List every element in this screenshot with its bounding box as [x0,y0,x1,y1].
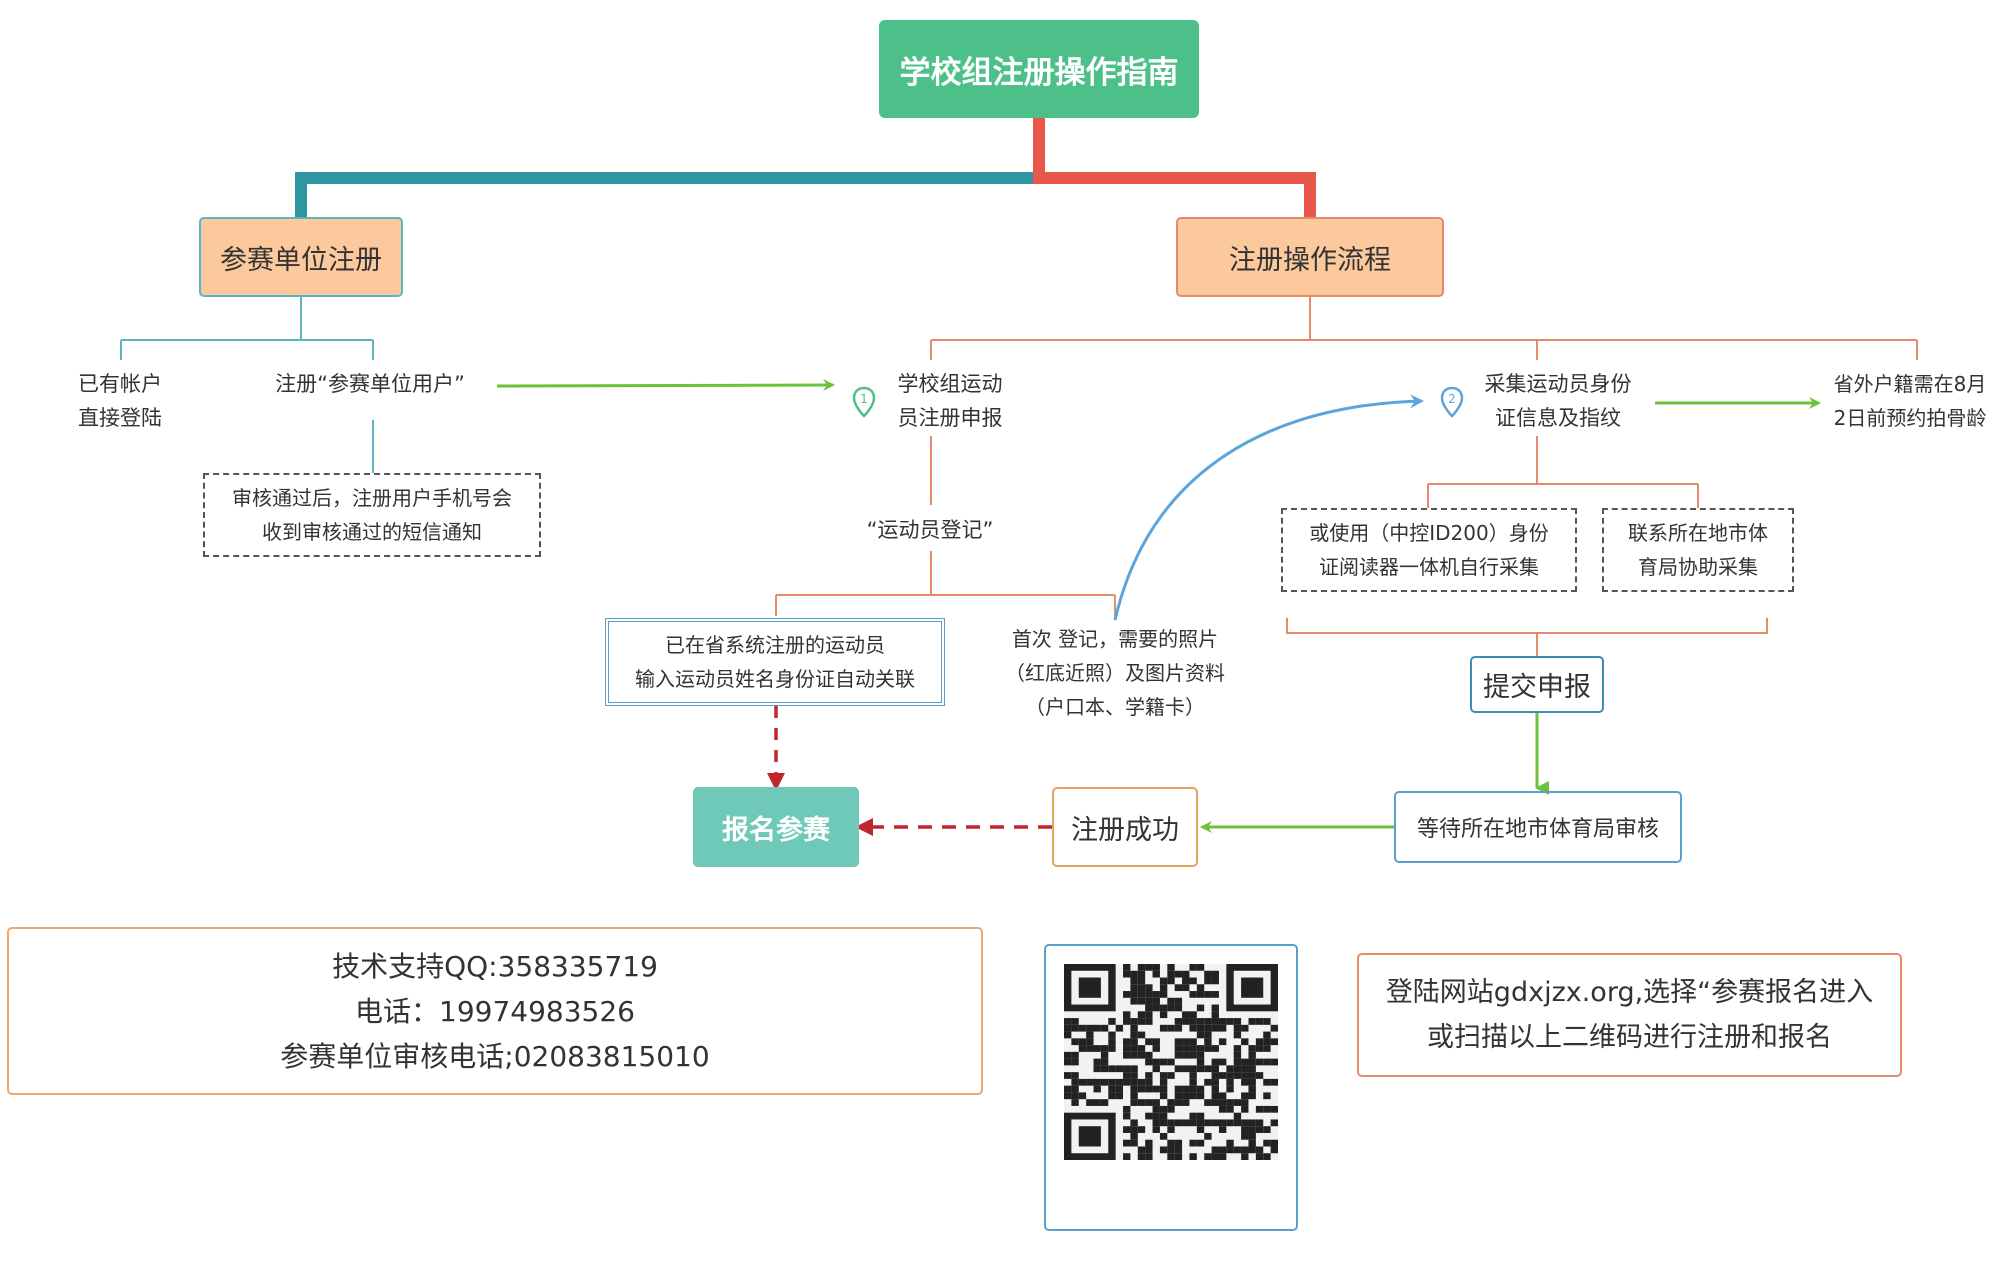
root-connector-right [1033,118,1316,217]
location-pin-icon: 2 [1440,386,1464,418]
left-branch-lines [120,297,374,473]
node-step2-line: 采集运动员身份 [1484,372,1632,396]
node-existing-athlete: 已在省系统注册的运动员 输入运动员姓名身份证自动关联 [605,618,945,706]
arrow-register-to-step1 [496,379,835,392]
node-athlete-registration: “运动员登记” [866,518,994,542]
node-step1-line: 学校组运动 [897,372,1003,396]
node-outside-province-line: 省外户籍需在8月 [1833,372,1987,396]
node-enter-competition: 报名参赛 [693,787,859,867]
node-wait-review: 等待所在地市体育局审核 [1394,791,1682,863]
node-outside-province: 省外户籍需在8月 2日前预约拍骨龄 [1820,367,2000,435]
node-first-time-line: 首次 登记，需要的照片 [1011,627,1219,651]
node-approved-notice-line: 审核通过后，注册用户手机号会 [232,486,512,510]
node-zhongkong-reader-line: 或使用（中控ID200）身份 [1309,521,1549,545]
qr-code-icon[interactable] [1064,964,1278,1160]
node-first-time-line: （户口本、学籍卡） [1025,695,1205,719]
node-submit: 提交申报 [1470,656,1604,713]
website-line: 登陆网站gdxjzx.org,选择“参赛报名进入 [1385,977,1874,1008]
support-phone: 电话：19974983526 [355,994,635,1028]
branch-registration-process: 注册操作流程 [1176,217,1444,297]
support-info-box: 技术支持QQ:358335719 电话：19974983526 参赛单位审核电话… [7,927,983,1095]
node-step1: 学校组运动 员注册申报 [880,367,1020,435]
node-step1-line: 员注册申报 [897,406,1003,430]
node-first-time-line: （红底近照）及图片资料 [1005,661,1225,685]
right-branch-lines [775,297,1918,656]
website-info-box: 登陆网站gdxjzx.org,选择“参赛报名进入 或扫描以上二维码进行注册和报名 [1357,953,1902,1077]
arrow-firsttime-to-step2 [1113,394,1424,621]
qr-card [1044,944,1298,1231]
node-approved-notice-line: 收到审核通过的短信通知 [262,520,482,544]
location-pin-icon: 1 [852,386,876,418]
branch-unit-registration: 参赛单位注册 [199,217,403,297]
node-existing-account: 已有帐户 直接登陆 [60,367,180,435]
node-contact-bureau: 联系所在地市体 育局协助采集 [1602,508,1794,592]
step1-number: 1 [860,392,868,406]
node-success: 注册成功 [1052,787,1198,867]
node-approved-notice: 审核通过后，注册用户手机号会 收到审核通过的短信通知 [203,473,541,557]
support-qq: 技术支持QQ:358335719 [332,949,658,983]
node-existing-account-line: 已有帐户 [78,372,162,396]
root-title: 学校组注册操作指南 [879,20,1199,118]
node-contact-bureau-line: 联系所在地市体 [1628,521,1768,545]
node-zhongkong-reader-line: 证阅读器一体机自行采集 [1319,555,1539,579]
node-first-time: 首次 登记，需要的照片 （红底近照）及图片资料 （户口本、学籍卡） [985,622,1245,724]
root-connector-left [295,118,1045,217]
node-step2-line: 证信息及指纹 [1495,406,1621,430]
node-outside-province-line: 2日前预约拍骨龄 [1833,406,1987,430]
step2-number: 2 [1448,392,1456,406]
node-register-unit-user: 注册“参赛单位用户” [275,372,465,396]
node-existing-athlete-line: 已在省系统注册的运动员 [665,633,885,657]
website-line: 或扫描以上二维码进行注册和报名 [1427,1022,1832,1053]
node-contact-bureau-line: 育局协助采集 [1638,555,1758,579]
node-existing-account-line: 直接登陆 [78,406,162,430]
support-review-phone: 参赛单位审核电话;02083815010 [280,1039,710,1073]
node-zhongkong-reader: 或使用（中控ID200）身份 证阅读器一体机自行采集 [1281,508,1577,592]
node-step2: 采集运动员身份 证信息及指纹 [1468,367,1648,435]
node-existing-athlete-line: 输入运动员姓名身份证自动关联 [635,667,915,691]
